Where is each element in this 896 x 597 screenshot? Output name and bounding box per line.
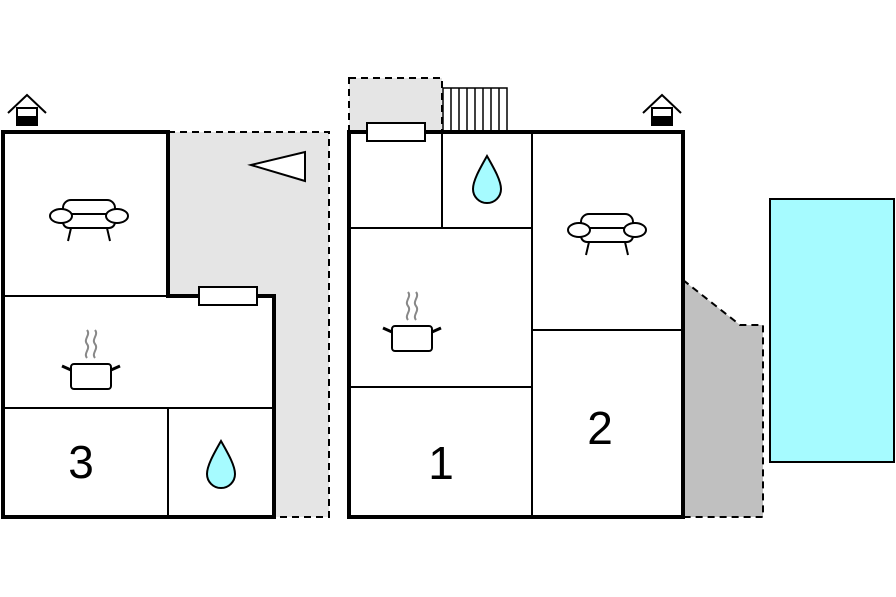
- stairs-icon: [442, 87, 508, 133]
- window-icon: [366, 122, 426, 142]
- left-unit: 3: [1, 93, 330, 519]
- sofa-icon: [49, 199, 129, 242]
- outer-wall-right: [347, 130, 685, 519]
- entrance-icon: [7, 93, 47, 126]
- cooking-pot-icon: [382, 291, 442, 352]
- pool-shape: [769, 198, 895, 463]
- north-arrow-icon: [247, 150, 306, 183]
- sofa-icon: [567, 213, 647, 256]
- room-number-2: 2: [587, 402, 613, 454]
- room-number-1: 1: [428, 437, 454, 489]
- water-drop-icon: [205, 438, 237, 489]
- terrace-right: [682, 277, 764, 518]
- water-drop-icon: [471, 153, 503, 204]
- right-unit: 1 2: [347, 77, 764, 519]
- window-icon: [198, 286, 258, 306]
- entrance-icon: [642, 93, 682, 126]
- room-number-3: 3: [68, 436, 94, 488]
- cooking-pot-icon: [61, 329, 121, 390]
